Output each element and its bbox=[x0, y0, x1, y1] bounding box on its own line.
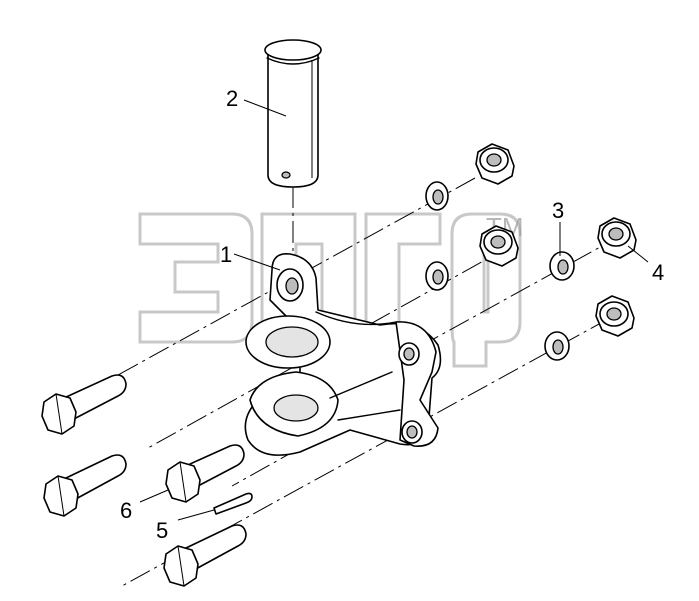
nut-lower bbox=[595, 295, 635, 337]
callout-3: 3 bbox=[552, 198, 564, 223]
cotter-pin bbox=[213, 492, 253, 515]
callouts: 1 2 3 4 5 6 bbox=[120, 86, 664, 543]
nut-upper bbox=[475, 143, 515, 185]
bolt-middle bbox=[43, 454, 127, 517]
callout-6: 6 bbox=[120, 498, 132, 523]
watermark-logo: TM bbox=[138, 212, 524, 368]
washer-right bbox=[549, 251, 575, 281]
leader-lines bbox=[139, 99, 649, 521]
bolt-upper bbox=[41, 374, 127, 435]
callout-2: 2 bbox=[226, 86, 238, 111]
washer-middle bbox=[425, 261, 449, 291]
washer-upper bbox=[425, 181, 449, 211]
callout-4: 4 bbox=[652, 260, 664, 285]
pin bbox=[264, 39, 322, 188]
bolt-short bbox=[165, 444, 245, 503]
callout-1: 1 bbox=[220, 242, 232, 267]
bolt-lower bbox=[163, 524, 247, 587]
washer-lower bbox=[544, 331, 570, 361]
bracket bbox=[244, 253, 442, 456]
nut-right bbox=[597, 217, 637, 259]
callout-5: 5 bbox=[156, 518, 168, 543]
nut-middle bbox=[479, 225, 519, 267]
